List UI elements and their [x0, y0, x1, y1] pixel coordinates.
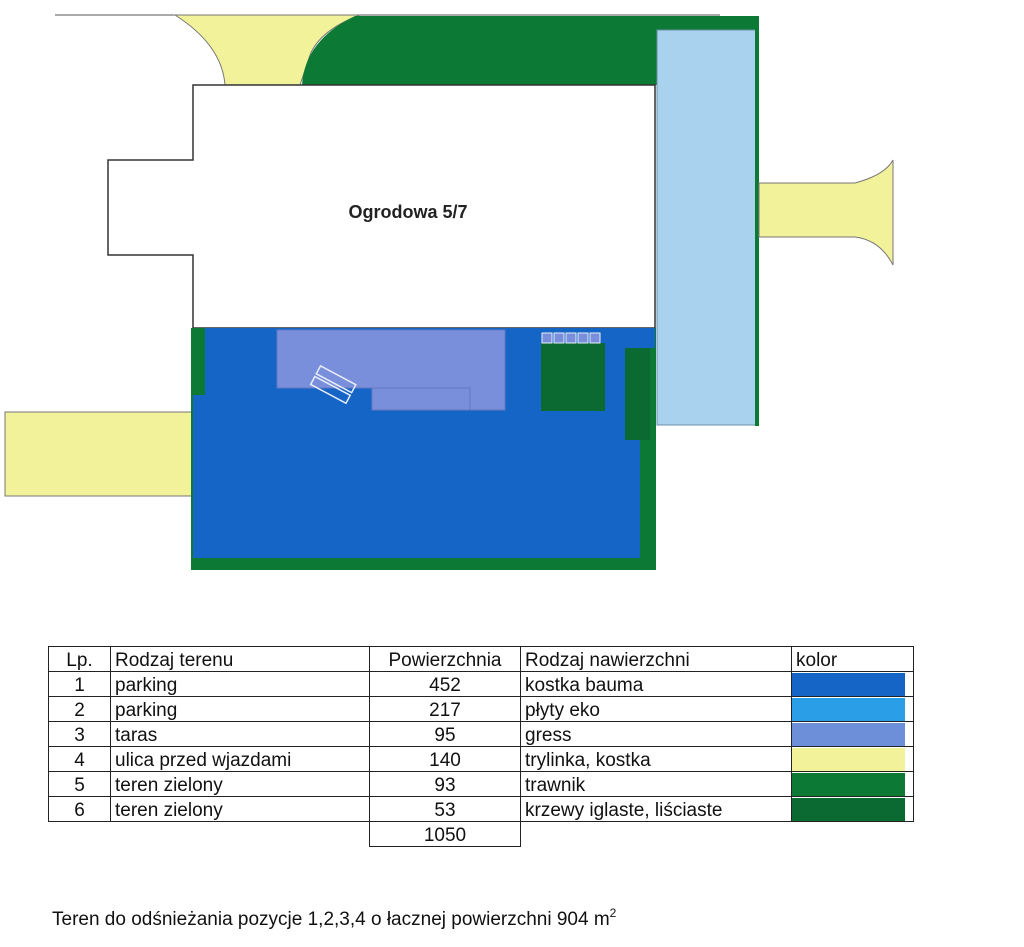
- lawn-area-top: [302, 16, 758, 85]
- site-plan: Ogrodowa 5/7: [4, 14, 894, 570]
- row-area: 53: [369, 796, 521, 822]
- legend-row: 4 ulica przed wjazdami 140 trylinka, kos…: [48, 746, 914, 772]
- lawn-strip-left: [193, 330, 205, 395]
- eco-slab-parking-strip: [656, 29, 758, 426]
- row-color-swatch: [791, 771, 914, 797]
- row-area: 217: [369, 696, 521, 722]
- row-area: 93: [369, 771, 521, 797]
- row-area: 95: [369, 721, 521, 747]
- row-lp: 1: [48, 671, 111, 697]
- color-swatch: [792, 723, 905, 746]
- legend-total-row: 1050: [49, 821, 914, 847]
- row-surface: trylinka, kostka: [520, 746, 792, 772]
- building-outline: [107, 84, 656, 329]
- row-lp: 2: [48, 696, 111, 722]
- row-lp: 5: [48, 771, 111, 797]
- shrubs-area: [541, 343, 605, 411]
- small-boxes-row: [541, 332, 601, 344]
- row-lp: 4: [48, 746, 111, 772]
- row-surface: gress: [520, 721, 792, 747]
- row-color-swatch: [791, 746, 914, 772]
- row-type: teren zielony: [110, 771, 370, 797]
- empty-cell: [521, 822, 792, 847]
- row-color-swatch: [791, 721, 914, 747]
- legend-row: 2 parking 217 płyty eko: [48, 696, 914, 722]
- row-type: teren zielony: [110, 796, 370, 822]
- row-type: parking: [110, 671, 370, 697]
- street-area-left: [4, 411, 194, 497]
- row-color-swatch: [791, 796, 914, 822]
- lawn-edge-right: [755, 16, 759, 426]
- row-lp: 3: [48, 721, 111, 747]
- row-color-swatch: [791, 696, 914, 722]
- color-swatch: [792, 798, 905, 821]
- row-surface: kostka bauma: [520, 671, 792, 697]
- shrubs-strip-right: [625, 348, 650, 440]
- row-type: taras: [110, 721, 370, 747]
- color-swatch: [792, 698, 905, 721]
- row-type: ulica przed wjazdami: [110, 746, 370, 772]
- color-swatch: [792, 773, 905, 796]
- snow-removal-note: Teren do odśnieżania pozycje 1,2,3,4 o ł…: [52, 906, 616, 931]
- row-surface: krzewy iglaste, liściaste: [520, 796, 792, 822]
- row-lp: 6: [48, 796, 111, 822]
- header-color: kolor: [791, 646, 914, 672]
- row-surface: płyty eko: [520, 696, 792, 722]
- empty-cell: [111, 822, 370, 847]
- empty-cell: [792, 822, 914, 847]
- color-swatch: [792, 748, 905, 771]
- row-surface: trawnik: [520, 771, 792, 797]
- unit-superscript: 2: [609, 906, 617, 920]
- legend-row: 3 taras 95 gress: [48, 721, 914, 747]
- building-label: Ogrodowa 5/7: [348, 202, 467, 222]
- legend-header-row: Lp. Rodzaj terenu Powierzchnia Rodzaj na…: [48, 646, 914, 672]
- legend-table: Lp. Rodzaj terenu Powierzchnia Rodzaj na…: [48, 646, 914, 847]
- row-area: 452: [369, 671, 521, 697]
- snow-removal-note-text: Teren do odśnieżania pozycje 1,2,3,4 o ł…: [52, 909, 610, 930]
- header-surface: Rodzaj nawierzchni: [520, 646, 792, 672]
- header-type: Rodzaj terenu: [110, 646, 370, 672]
- row-area: 140: [369, 746, 521, 772]
- header-area: Powierzchnia: [369, 646, 521, 672]
- legend-row: 5 teren zielony 93 trawnik: [48, 771, 914, 797]
- empty-cell: [49, 822, 111, 847]
- legend-row: 6 teren zielony 53 krzewy iglaste, liści…: [48, 796, 914, 822]
- row-color-swatch: [791, 671, 914, 697]
- total-area: 1050: [369, 821, 521, 847]
- color-swatch: [792, 673, 905, 696]
- street-area-right: [758, 159, 894, 266]
- row-type: parking: [110, 696, 370, 722]
- terrace-step: [371, 387, 471, 411]
- terrace-bench-icon: [309, 364, 357, 405]
- legend-row: 1 parking 452 kostka bauma: [48, 671, 914, 697]
- header-lp: Lp.: [48, 646, 111, 672]
- parking-area-left-strip: [193, 395, 205, 558]
